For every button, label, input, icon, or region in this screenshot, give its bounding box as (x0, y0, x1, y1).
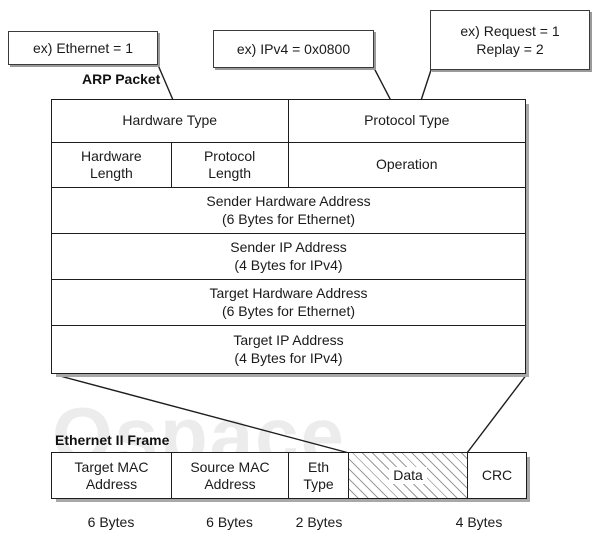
arp-packet-title: ARP Packet (82, 71, 161, 87)
arp-label-hardware-length-line2: Length (89, 165, 133, 181)
arp-cell-target-hardware-address: Target Hardware Address (6 Bytes for Eth… (52, 280, 525, 325)
arp-label-operation: Operation (376, 156, 438, 173)
connector-arp-to-data-right (466, 373, 528, 454)
arp-label-protocol-length-line1: Protocol (203, 147, 256, 164)
eth-label-target-mac-line1: Target MAC (74, 458, 149, 475)
arp-cell-hardware-type: Hardware Type (52, 100, 289, 142)
arp-cell-protocol-type: Protocol Type (289, 100, 526, 142)
callout-operation-line1: ex) Request = 1 (460, 22, 560, 39)
arp-row-sender-hardware-address: Sender Hardware Address (6 Bytes for Eth… (52, 188, 525, 234)
ethernet-frame-table: Target MAC Address Source MAC Address Et… (51, 452, 527, 499)
eth-label-source-mac-line1: Source MAC (190, 458, 270, 475)
byte-label-target-mac: 6 Bytes (87, 514, 135, 530)
byte-label-crc: 4 Bytes (455, 514, 503, 530)
arp-cell-sender-hardware-address: Sender Hardware Address (6 Bytes for Eth… (52, 188, 525, 233)
arp-label-sender-hw-line2: (6 Bytes for Ethernet) (221, 210, 356, 227)
arp-label-target-hw-line1: Target Hardware Address (209, 285, 368, 302)
eth-cell-eth-type: Eth Type (289, 453, 349, 498)
arp-label-target-ip-line2: (4 Bytes for IPv4) (234, 349, 343, 366)
callout-hardware-type: ex) Ethernet = 1 (8, 31, 158, 65)
arp-row-target-hardware-address: Target Hardware Address (6 Bytes for Eth… (52, 280, 525, 326)
eth-label-eth-type-line2: Type (303, 475, 334, 492)
eth-cell-crc: CRC (468, 453, 526, 498)
eth-label-data: Data (389, 467, 427, 484)
arp-label-target-ip-line1: Target IP Address (233, 332, 344, 349)
callout-operation-line2: Replay = 2 (476, 41, 544, 57)
arp-row-target-ip-address: Target IP Address (4 Bytes for IPv4) (52, 326, 525, 373)
byte-label-eth-type: 2 Bytes (295, 514, 343, 530)
arp-label-target-hw-line2: (6 Bytes for Ethernet) (221, 302, 356, 319)
arp-label-sender-ip-line1: Sender IP Address (230, 239, 347, 256)
arp-cell-target-ip-address: Target IP Address (4 Bytes for IPv4) (52, 326, 525, 373)
eth-label-target-mac-line2: Address (85, 475, 138, 492)
eth-label-source-mac-line2: Address (204, 475, 256, 492)
arp-packet-table: Hardware Type Protocol Type Hardware Len… (51, 99, 526, 374)
arp-label-sender-ip-line2: (4 Bytes for IPv4) (234, 256, 343, 273)
arp-label-protocol-type: Protocol Type (364, 112, 450, 129)
eth-label-eth-type-line1: Eth (307, 458, 329, 475)
arp-row-lengths-operation: Hardware Length Protocol Length Operatio… (52, 143, 525, 188)
arp-label-hardware-type: Hardware Type (122, 112, 218, 129)
byte-label-source-mac: 6 Bytes (206, 514, 253, 530)
callout-protocol-type-line1: ex) IPv4 = 0x0800 (236, 40, 351, 57)
arp-cell-protocol-length: Protocol Length (172, 143, 289, 187)
arp-row-types: Hardware Type Protocol Type (52, 100, 525, 143)
ethernet-frame-title: Ethernet II Frame (55, 432, 170, 448)
eth-cell-data: Data (349, 453, 468, 498)
arp-label-hardware-length-line1: Hardware (81, 147, 142, 164)
callout-hardware-type-line1: ex) Ethernet = 1 (32, 39, 133, 56)
arp-cell-sender-ip-address: Sender IP Address (4 Bytes for IPv4) (52, 234, 525, 279)
arp-label-sender-hw-line1: Sender Hardware Address (206, 193, 371, 210)
arp-row-sender-ip-address: Sender IP Address (4 Bytes for IPv4) (52, 234, 525, 280)
eth-cell-source-mac: Source MAC Address (172, 453, 289, 498)
callout-operation: ex) Request = 1 Replay = 2 (430, 10, 590, 70)
arp-label-protocol-length-line2: Length (208, 165, 252, 181)
eth-cell-target-mac: Target MAC Address (52, 453, 172, 498)
eth-label-crc: CRC (481, 467, 513, 484)
callout-protocol-type: ex) IPv4 = 0x0800 (213, 30, 374, 68)
ethernet-byte-labels: 6 Bytes 6 Bytes 2 Bytes 4 Bytes (51, 514, 527, 534)
arp-cell-hardware-length: Hardware Length (52, 143, 172, 187)
arp-cell-operation: Operation (289, 143, 526, 187)
